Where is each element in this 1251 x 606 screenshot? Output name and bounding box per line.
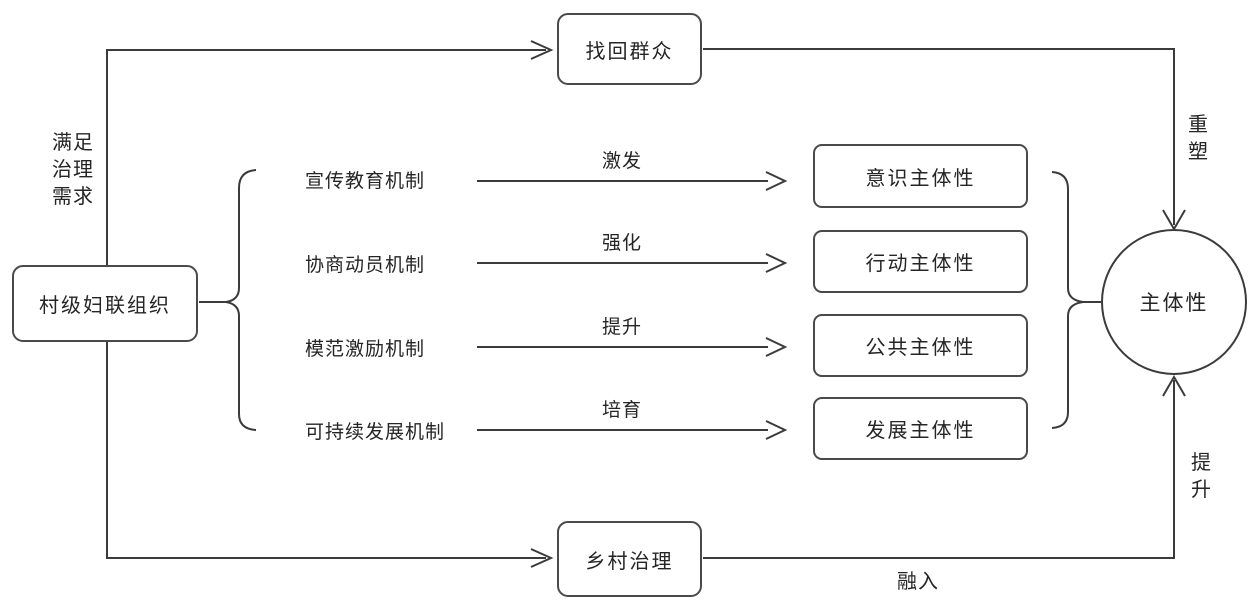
development-subjectivity-box: 发展主体性 — [813, 397, 1028, 460]
action-subjectivity-box: 行动主体性 — [813, 230, 1028, 293]
edge-topbox-to-circle — [703, 48, 1175, 225]
consciousness-subjectivity-box: 意识主体性 — [813, 144, 1028, 208]
right-brace — [1051, 171, 1084, 429]
rural-governance-label: 乡村治理 — [585, 550, 674, 573]
public-subjectivity-box: 公共主体性 — [813, 314, 1028, 377]
rural-governance-box: 乡村治理 — [557, 521, 702, 597]
reshape-edge-label: 重 塑 — [1188, 114, 1209, 163]
arrow-label-4: 培育 — [601, 400, 642, 421]
retrieve-masses-box: 找回群众 — [557, 13, 702, 85]
arrow-label-2: 强化 — [601, 233, 642, 254]
integrate-edge-label: 融入 — [897, 571, 939, 593]
edge-leftbox-to-topbox — [106, 49, 546, 265]
development-subjectivity-label: 发展主体性 — [865, 420, 976, 442]
action-subjectivity-label: 行动主体性 — [865, 253, 976, 275]
mechanism-label-4: 可持续发展机制 — [305, 422, 446, 443]
arrow-mechanism-1 — [477, 171, 788, 191]
arrow-mechanism-3 — [477, 337, 788, 357]
village-womens-federation-box: 村级妇联组织 — [12, 265, 198, 342]
left-brace — [225, 169, 257, 431]
arrowhead-into-topbox — [530, 40, 554, 60]
edge-leftbox-to-bottombox — [106, 342, 546, 559]
arrowhead-into-bottombox — [530, 548, 554, 568]
governance-needs-note: 满足 治理 需求 — [52, 132, 94, 208]
improve-edge-label: 提 升 — [1191, 452, 1212, 501]
subjectivity-circle — [1101, 229, 1247, 375]
mechanism-label-3: 模范激励机制 — [305, 339, 426, 360]
mechanism-label-1: 宣传教育机制 — [305, 171, 426, 192]
mechanism-label-2: 协商动员机制 — [305, 255, 426, 276]
retrieve-masses-label: 找回群众 — [585, 40, 674, 63]
village-womens-federation-label: 村级妇联组织 — [39, 295, 171, 317]
arrow-label-1: 激发 — [601, 151, 642, 172]
consciousness-subjectivity-label: 意识主体性 — [865, 167, 976, 190]
arrow-label-3: 提升 — [601, 317, 642, 338]
edge-bottombox-to-circle — [703, 380, 1175, 559]
arrow-mechanism-2 — [477, 253, 788, 273]
subjectivity-circle-label: 主体性 — [1139, 292, 1209, 315]
public-subjectivity-label: 公共主体性 — [865, 337, 976, 359]
arrow-mechanism-4 — [477, 420, 788, 440]
arrowhead-up-into-circle — [1162, 375, 1186, 397]
